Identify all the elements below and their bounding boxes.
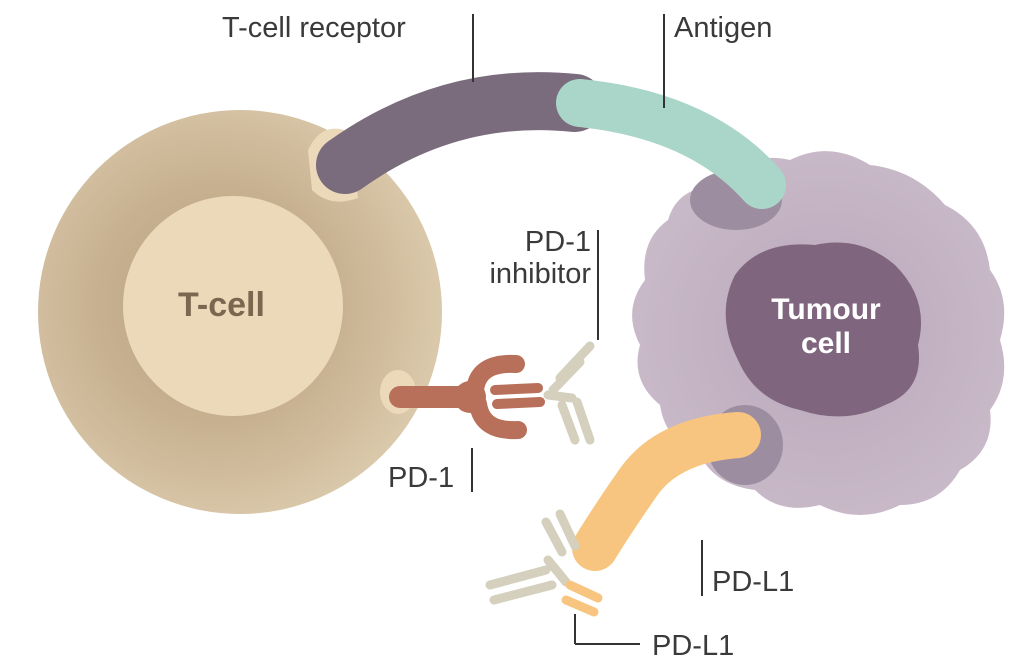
- pd-l1-label-bottom: PD-L1: [652, 630, 735, 662]
- pd-1-inhibitor-label-line1: PD-1: [524, 226, 591, 258]
- antigen-label: Antigen: [674, 12, 773, 44]
- tumour-cell-label-line1: Tumour: [771, 293, 881, 326]
- pd-l1-label-right: PD-L1: [712, 566, 795, 598]
- tumour-cell-nucleus: [725, 242, 922, 417]
- t-cell-nucleus: [123, 196, 343, 416]
- pd-l1-antibody: [485, 509, 603, 617]
- pd-1-receptor: [389, 354, 545, 440]
- antigen: [556, 79, 786, 209]
- pd-1-inhibitor-antibody: [543, 341, 595, 445]
- t-cell-receptor-label: T-cell receptor: [222, 12, 406, 44]
- pd-1-label: PD-1: [388, 462, 455, 494]
- leader-lines: [471, 14, 703, 645]
- t-cell-label: T-cell: [178, 286, 265, 324]
- tumour-cell-label-line2: cell: [800, 327, 852, 360]
- pd-1-inhibitor-label-line2: inhibitor: [489, 258, 591, 290]
- t-cell-receptor: [316, 72, 604, 194]
- pd-l1: [572, 412, 761, 571]
